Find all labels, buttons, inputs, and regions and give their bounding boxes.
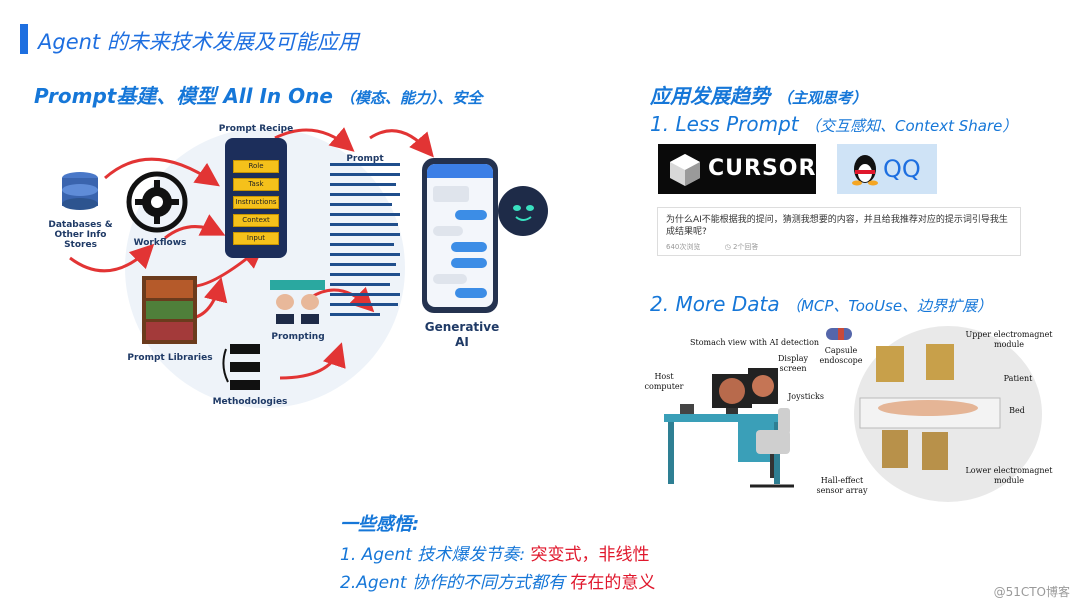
left-heading: Prompt基建、模型 All In One （模态、能力）、安全: [34, 80, 482, 109]
medical-system-illustration: [664, 326, 1042, 502]
generative-ai-label: Generative AI: [424, 320, 500, 349]
workflows-label: Workflows: [133, 238, 187, 248]
prompt-label: Prompt: [346, 154, 384, 164]
capsule-endoscopy-system: Stomach view with AI detection Display s…: [638, 322, 1068, 504]
keyboard-hands-icon: [270, 280, 325, 324]
less-prompt-heading: 1. Less Prompt （交互感知、Context Share）: [650, 112, 1017, 136]
question-text: 为什么AI不能根据我的提问，猜测我想要的内容，并且给我推荐对应的提示词引导我生成…: [666, 215, 1008, 237]
databases-label: Databases & Other Info Stores: [48, 220, 113, 250]
bed-label: Bed: [1009, 406, 1025, 415]
robot-icon: [498, 186, 548, 236]
database-icon: [62, 172, 98, 210]
recipe-item-role: Role: [233, 160, 279, 173]
less-prompt-label: 1. Less Prompt: [650, 112, 799, 136]
answer-count: 2个回答: [732, 243, 759, 251]
watermark: @51CTO博客: [993, 585, 1070, 599]
cursor-cube-icon: [670, 154, 700, 186]
question-card[interactable]: 为什么AI不能根据我的提问，猜测我想要的内容，并且给我推荐对应的提示词引导我生成…: [657, 207, 1021, 256]
right-heading-note: （主观思考）: [776, 89, 867, 107]
insight-line-1: 1. Agent 技术爆发节奏: 突变式，非线性: [340, 540, 649, 565]
recipe-item-task: Task: [233, 178, 279, 191]
left-heading-note: （模态、能力）、安全: [339, 89, 483, 107]
right-heading: 应用发展趋势 （主观思考）: [650, 80, 867, 109]
prompt-recipe-card: Role Task Instructions Context Input: [225, 138, 287, 258]
stomach-view-label: Stomach view with AI detection: [690, 338, 820, 347]
more-data-heading: 2. More Data （MCP、TooUse、边界扩展）: [650, 292, 992, 316]
upper-magnet-label: Upper electromagnet module: [965, 330, 1053, 349]
methodologies-icon: [222, 344, 260, 390]
left-heading-main: Prompt基建、模型 All In One: [34, 84, 333, 108]
host-computer-label: Host computer: [644, 372, 684, 391]
recipe-item-context: Context: [233, 214, 279, 227]
right-heading-main: 应用发展趋势: [650, 84, 770, 108]
phone-chat-mockup: [422, 158, 498, 313]
joysticks-label: Joysticks: [788, 392, 824, 401]
insight-2-text: 2.Agent 协作的不同方式都有: [340, 573, 571, 593]
more-data-note: （MCP、TooUse、边界扩展）: [785, 297, 993, 315]
page-title: Agent 的未来技术发展及可能应用: [38, 30, 359, 54]
recipe-item-instructions: Instructions: [233, 196, 279, 209]
bookshelf-icon: [142, 276, 197, 344]
view-count: 640次浏览: [666, 243, 701, 251]
qq-logo-text: QQ: [883, 155, 921, 183]
methodologies-label: Methodologies: [212, 397, 288, 407]
insight-line-2: 2.Agent 协作的不同方式都有 存在的意义: [340, 568, 655, 593]
hall-effect-label: Hall-effect sensor array: [816, 476, 868, 495]
workflows-gear-icon: [126, 171, 188, 233]
insights-title: 一些感悟:: [340, 514, 420, 535]
insight-1-highlight: 突变式，非线性: [530, 545, 650, 565]
lower-magnet-label: Lower electromagnet module: [965, 466, 1053, 485]
clock-icon: ◷: [724, 243, 731, 251]
less-prompt-note: （交互感知、Context Share）: [804, 117, 1018, 135]
question-meta: 640次浏览 ◷ 2个回答: [666, 242, 1012, 252]
insight-1-text: 1. Agent 技术爆发节奏:: [340, 545, 531, 565]
prompt-architecture-diagram: Databases & Other Info Stores Workflows …: [30, 108, 548, 418]
prompt-libraries-label: Prompt Libraries: [127, 353, 213, 363]
more-data-label: 2. More Data: [650, 292, 780, 316]
insight-2-highlight: 存在的意义: [570, 573, 656, 593]
prompting-label: Prompting: [271, 332, 325, 342]
prompt-recipe-label: Prompt Recipe: [218, 124, 294, 134]
capsule-label: Capsule endoscope: [819, 346, 863, 365]
qq-logo: QQ: [837, 144, 937, 194]
cursor-logo-text: CURSOR: [708, 156, 817, 181]
qq-penguin-icon: [852, 155, 878, 186]
recipe-item-input: Input: [233, 232, 279, 245]
cursor-logo: CURSOR: [658, 144, 816, 194]
patient-label: Patient: [1003, 374, 1033, 383]
phone-screen: [427, 164, 493, 307]
title-accent-bar: [20, 24, 28, 54]
display-screen-label: Display screen: [778, 354, 809, 373]
